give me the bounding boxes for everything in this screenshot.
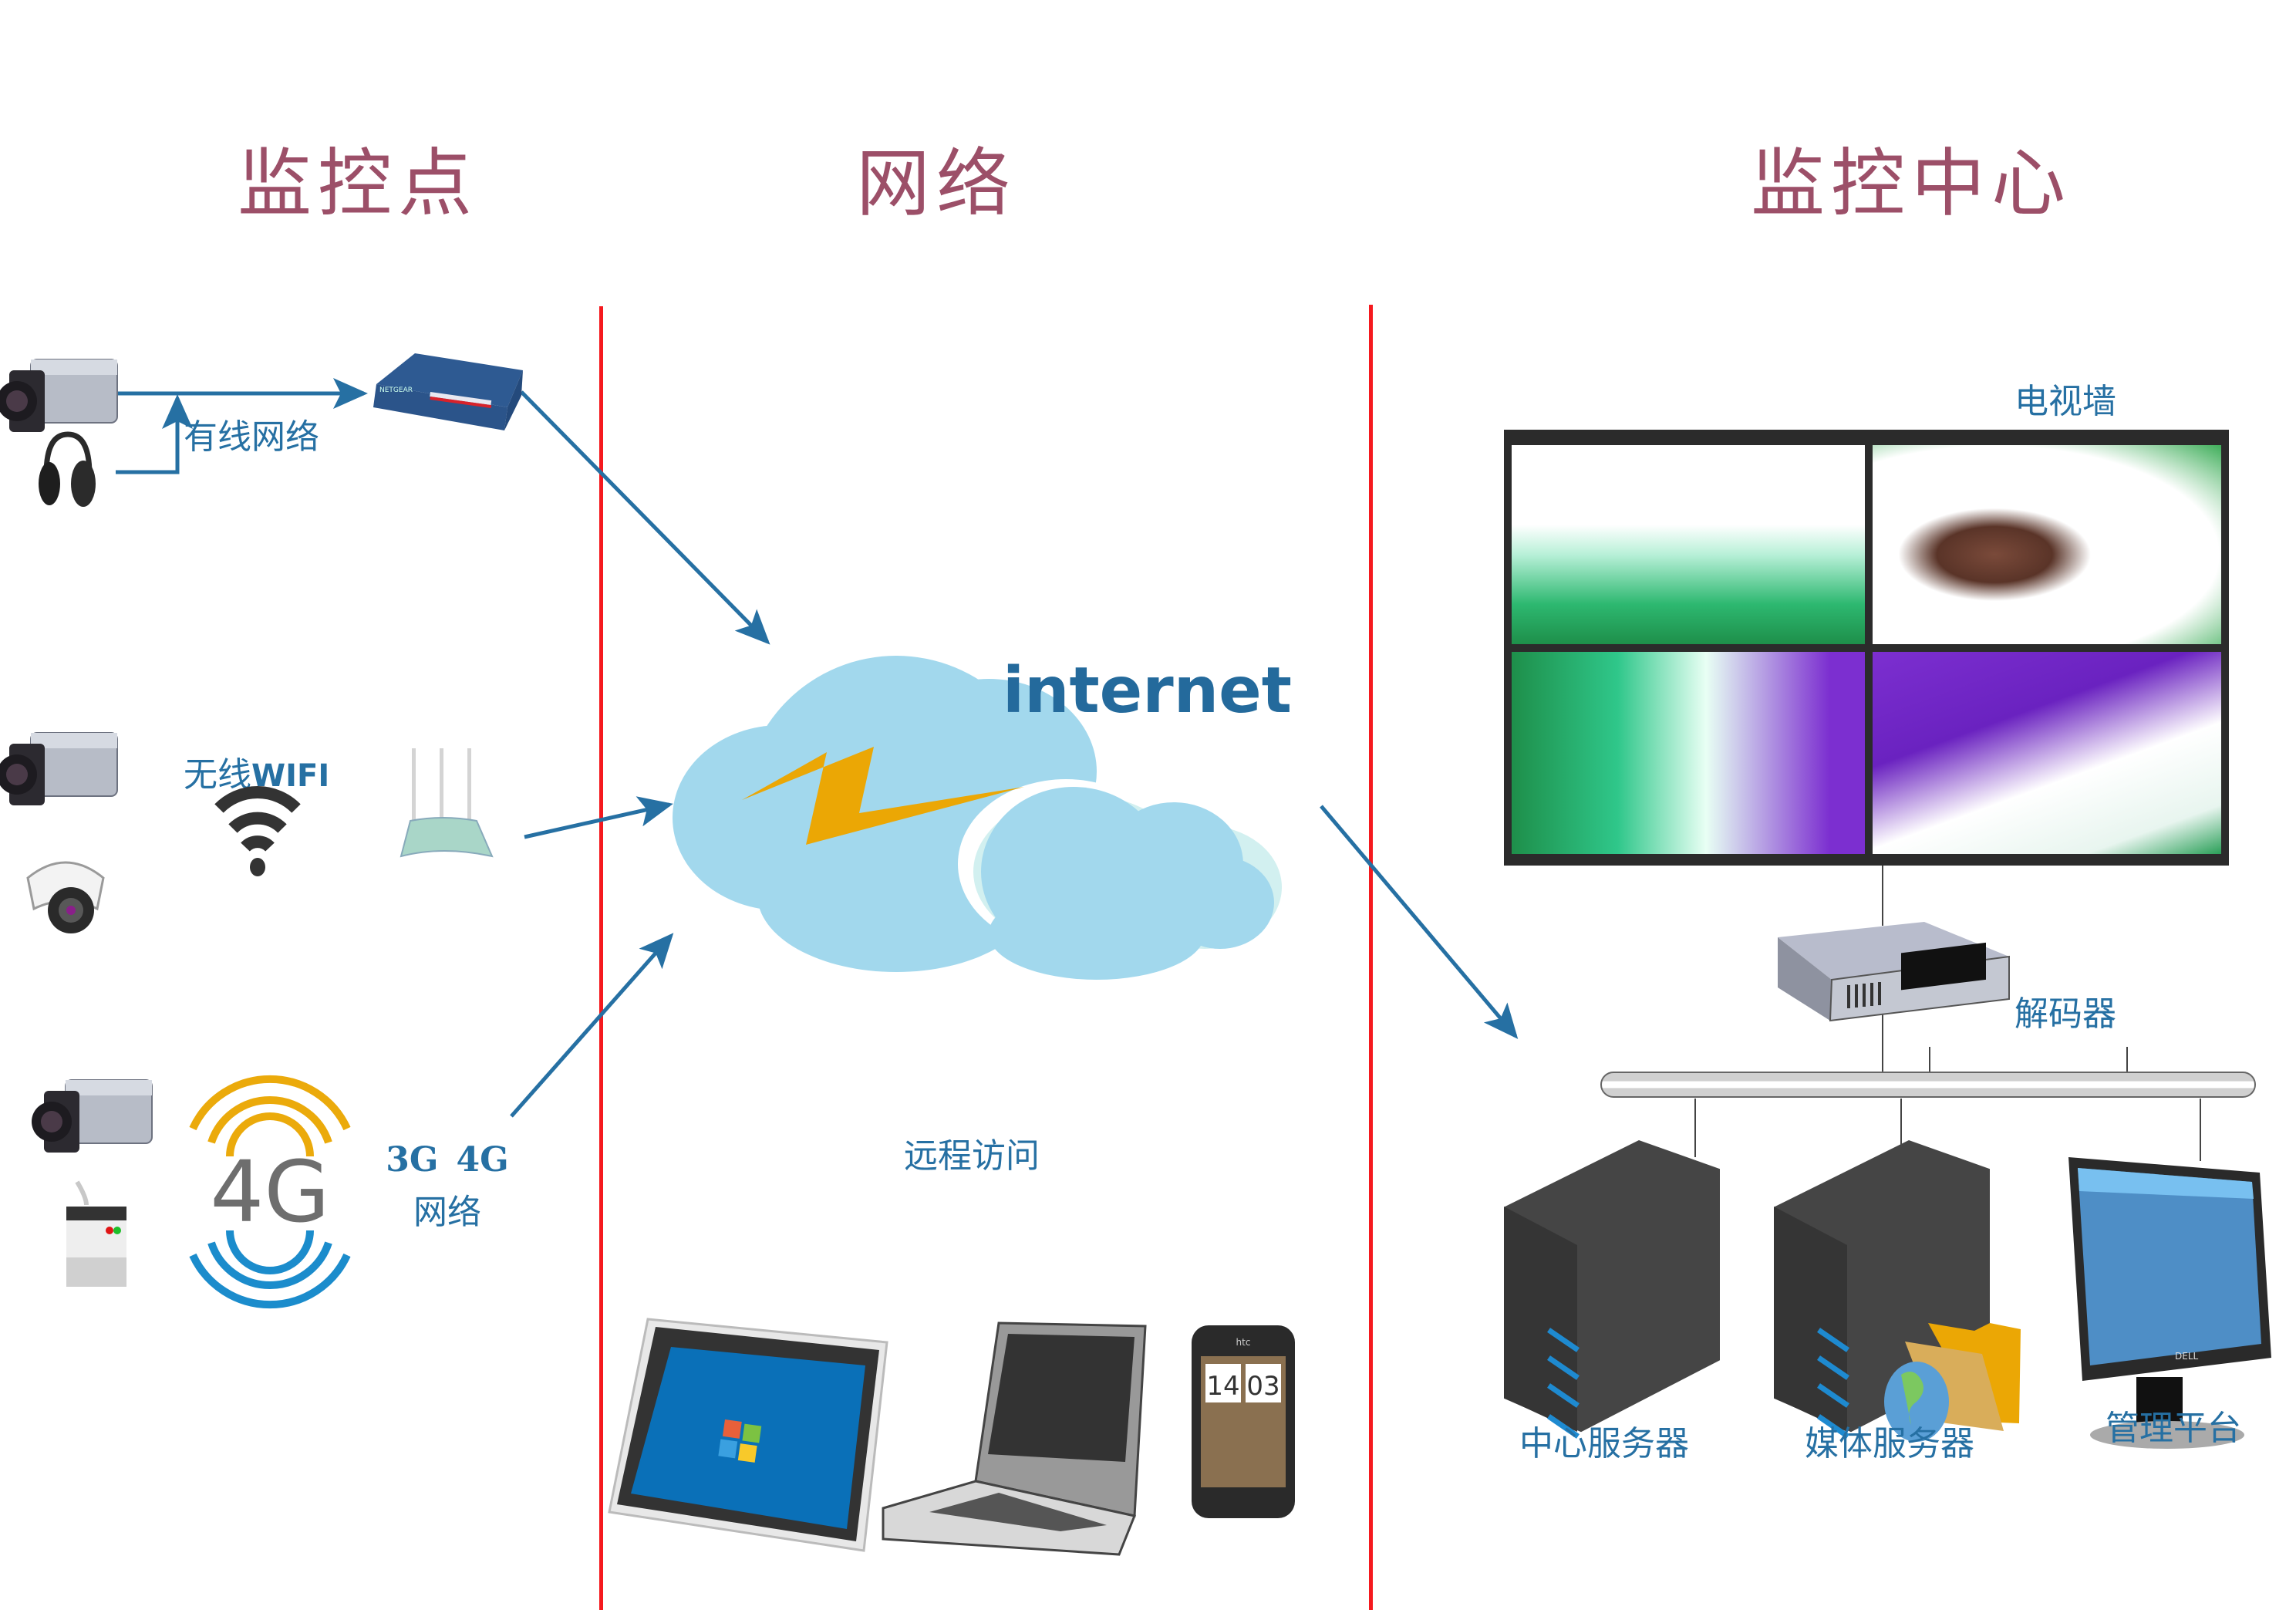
laptop-icon — [882, 1321, 1147, 1556]
server-label-management: 管理平台 — [2106, 1409, 2241, 1448]
4g-logo-icon: 4G — [189, 1075, 351, 1309]
decoder-label: 解码器 — [2014, 994, 2116, 1034]
decoder-icon — [1778, 922, 2010, 1022]
section-title-monitoring-center: 监控中心 — [1751, 140, 2072, 227]
alarm-sensor-icon — [66, 1180, 126, 1287]
tv-wall-screen-3 — [1512, 652, 1865, 854]
arrow-cloud-to-center — [1320, 805, 1519, 1039]
phone-clock-minutes: 03 — [1246, 1371, 1279, 1402]
remote-access-label: 远程访问 — [904, 1136, 1040, 1176]
smartphone-icon: 14 03 htc — [1192, 1325, 1295, 1518]
tv-wall-label: 电视墙 — [2014, 382, 2116, 421]
label-wired-network: 有线网络 — [184, 417, 319, 457]
divider-right — [1369, 305, 1373, 1610]
divider-left — [599, 306, 603, 1610]
phone-clock-hours: 14 — [1206, 1371, 1239, 1402]
tv-wall — [1504, 430, 2229, 866]
wifi-router-icon — [400, 748, 494, 858]
4g-logo-text: 4G — [210, 1143, 329, 1241]
arrow-wifi-to-cloud — [524, 796, 673, 839]
tablet-icon — [608, 1318, 888, 1552]
management-monitor-icon: DELL — [2068, 1157, 2271, 1449]
wifi-icon — [214, 785, 301, 876]
dome-camera-icon — [26, 861, 105, 933]
tv-wall-screen-4 — [1873, 652, 2221, 854]
label-mobile-network: 3G 4G 网络 — [386, 1140, 509, 1234]
label-wireless-wifi: 无线WIFI — [184, 747, 329, 796]
svg-text:NETGEAR: NETGEAR — [379, 386, 413, 394]
headset-icon — [39, 431, 96, 507]
folder-icon — [1905, 1323, 2021, 1431]
central-server-icon — [1504, 1140, 1720, 1439]
phone-brand: htc — [1236, 1337, 1251, 1348]
arrow-4g-to-cloud — [510, 933, 674, 1118]
internet-cloud-icon — [673, 656, 1282, 980]
box-camera-icon — [32, 1079, 153, 1153]
tv-wall-screen-1 — [1512, 445, 1865, 644]
section-title-monitoring-points: 监控点 — [238, 140, 478, 227]
netgear-router-icon: NETGEAR — [373, 353, 523, 430]
arrow-router-to-cloud — [520, 390, 770, 645]
globe-icon — [1884, 1362, 1949, 1442]
internet-label: internet — [1003, 654, 1292, 727]
monitor-brand: DELL — [2175, 1351, 2199, 1362]
server-label-media: 媒体服务器 — [1805, 1424, 1974, 1463]
label-mobile-network-cn: 网络 — [413, 1193, 481, 1232]
lightning-icon — [742, 747, 1024, 845]
section-title-network: 网络 — [856, 140, 1017, 227]
wired-link-headset — [116, 394, 193, 474]
label-4g: 4G — [456, 1140, 509, 1180]
server-label-central: 中心服务器 — [1519, 1424, 1689, 1463]
box-camera-icon — [0, 732, 118, 805]
label-3g: 3G — [386, 1140, 439, 1180]
tv-wall-screen-2 — [1873, 445, 2221, 644]
label-wireless-cn: 无线 — [184, 755, 251, 795]
box-camera-icon — [0, 359, 118, 432]
network-bus — [1600, 1072, 2256, 1098]
